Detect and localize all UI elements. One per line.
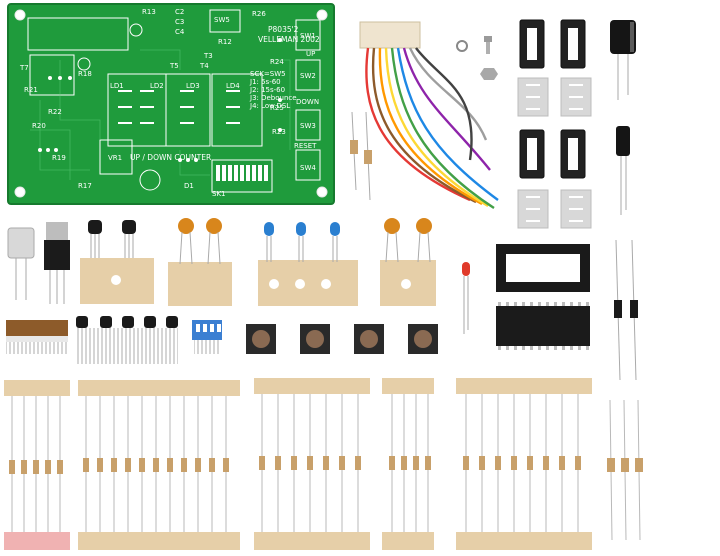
pcb-ref-r19: R19 <box>52 154 66 162</box>
pcb-ref-c2: C2 <box>175 8 184 16</box>
electrolytic-capacitors <box>610 20 636 215</box>
pcb-ref-c3: C3 <box>175 18 184 26</box>
ceramic-capacitors-strip-2 <box>380 218 436 306</box>
pcb-jumper-label-3: J2: 15s-60 <box>249 86 285 94</box>
resistor-loose-right <box>607 399 643 541</box>
pcb-jumper-label-1: SCK=SW5 <box>250 70 286 78</box>
pcb-ref-r22: R22 <box>48 108 62 116</box>
loose-resistors <box>350 111 372 201</box>
pcb-ref-r12: R12 <box>218 38 232 46</box>
ic-socket-large <box>496 244 590 292</box>
pcb-ref-r26: R26 <box>252 10 266 18</box>
pcb-label-reset: RESET <box>294 142 317 150</box>
dip-switch <box>192 320 222 354</box>
pcb-ref-r24: R24 <box>270 58 284 66</box>
tape-strip-transistors <box>80 258 154 304</box>
tactile-buttons <box>246 324 438 354</box>
pcb-ref-sw3: SW3 <box>300 122 316 130</box>
pcb-jumper-label-2: J1: 5s-60 <box>249 78 281 86</box>
pcb-ref-ld1: LD1 <box>110 82 124 90</box>
pcb-ref-t4: T4 <box>199 62 209 70</box>
pcb-ref-ld3: LD3 <box>186 82 200 90</box>
pcb-ref-sw4: SW4 <box>300 164 316 172</box>
pcb-ref-sw2: SW2 <box>300 72 316 80</box>
header-pins <box>6 320 68 354</box>
seven-segment-displays <box>517 77 592 229</box>
pcb-jumper-label-4: J3: Debounce <box>249 94 297 102</box>
blue-led-strip <box>258 222 358 306</box>
pcb-ref-sk1: SK1 <box>212 190 226 198</box>
transistors-bottom <box>76 316 178 364</box>
red-led <box>462 262 470 334</box>
pcb-ref-r25: R25 <box>270 104 284 112</box>
resistor-strip-1 <box>4 380 70 550</box>
pcb-model-label: P8035'2 <box>268 25 299 34</box>
pcb-ref-r13: R13 <box>142 8 156 16</box>
crystal-oscillator <box>7 227 35 300</box>
transistors-top <box>88 220 136 258</box>
pcb-counter-label: UP / DOWN COUNTER <box>130 153 211 162</box>
resistor-strip-2 <box>78 380 240 550</box>
screw-nut-hardware <box>456 36 498 80</box>
pcb-ref-t5: T5 <box>169 62 179 70</box>
pcb-ref-r20: R20 <box>32 122 46 130</box>
pcb-ref-vr1: VR1 <box>108 154 122 162</box>
pcb-label-down: DOWN <box>296 98 319 106</box>
pcb-label-up: UP <box>306 50 315 58</box>
pcb-ref-sw5: SW5 <box>214 16 230 24</box>
pcb-board: P8035'2 VELLEMAN 2002 UP / DOWN COUNTER … <box>7 3 335 205</box>
pcb-ref-c4: C4 <box>175 28 185 36</box>
wire-harness <box>359 21 499 210</box>
resistor-strip-5 <box>456 378 592 550</box>
pcb-ref-t7: T7 <box>19 64 29 72</box>
pcb-ref-r23: R23 <box>272 128 286 136</box>
pcb-ref-d1: D1 <box>184 182 194 190</box>
pcb-jumper-label-5: J4: Low.DSL <box>249 102 290 110</box>
microcontroller-chip <box>496 302 590 350</box>
pcb-ref-ld4: LD4 <box>226 82 240 90</box>
ceramic-capacitors-strip-1 <box>168 218 232 306</box>
resistor-strip-3 <box>254 378 370 550</box>
pcb-ref-sw1: SW1 <box>300 32 316 40</box>
voltage-regulator <box>44 222 70 304</box>
pcb-ref-r18: R18 <box>78 70 92 78</box>
pcb-ref-ld2: LD2 <box>150 82 164 90</box>
pcb-ref-r17: R17 <box>78 182 92 190</box>
pcb-ref-t3: T3 <box>203 52 213 60</box>
diodes <box>614 239 638 381</box>
resistor-strip-4 <box>382 378 434 550</box>
pcb-ref-r21: R21 <box>24 86 38 94</box>
pcb-brand-label: VELLEMAN 2002 <box>258 35 320 44</box>
